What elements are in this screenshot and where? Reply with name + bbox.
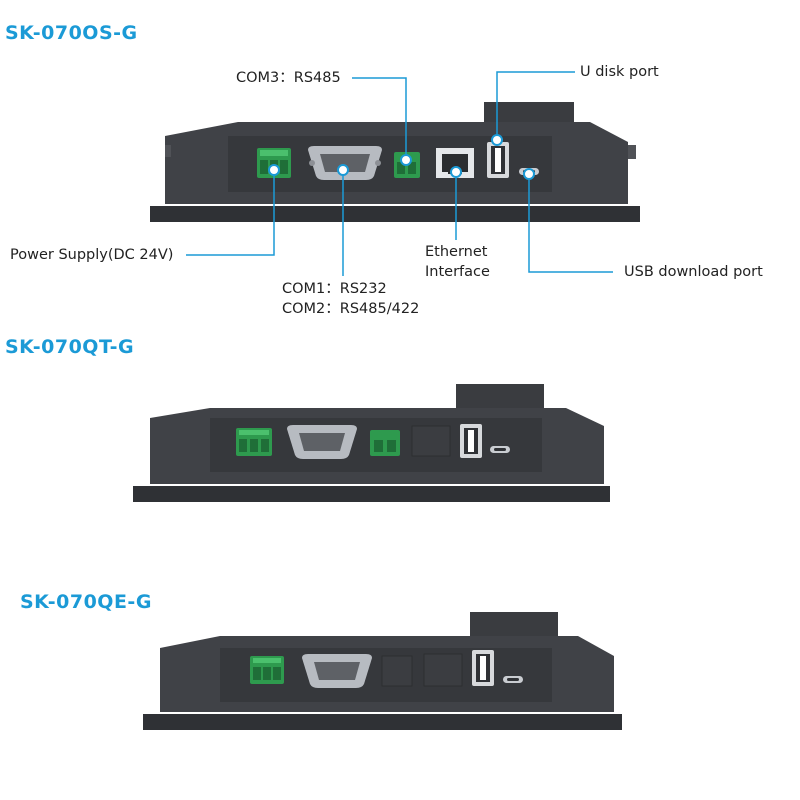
label-com1: COM1：RS232	[282, 281, 387, 297]
usb-a-port-icon	[460, 424, 482, 458]
leader-usb-download	[528, 174, 613, 273]
leader-com3	[352, 77, 407, 160]
callout-dot-com1	[337, 164, 349, 176]
leader-udisk	[496, 71, 575, 140]
db9-port-icon	[302, 654, 372, 688]
label-udisk-port: U disk port	[580, 64, 659, 80]
label-power-supply: Power Supply(DC 24V)	[10, 247, 174, 263]
model-title-os: SK-070OS-G	[5, 22, 138, 44]
callout-dot-udisk	[491, 134, 503, 146]
blank-cover	[381, 655, 413, 687]
label-usb-download-port: USB download port	[624, 264, 763, 280]
label-ethernet-line2: Interface	[425, 264, 490, 280]
usb-c-port-icon	[490, 446, 510, 453]
model-title-qe: SK-070QE-G	[20, 591, 152, 613]
label-ethernet-line1: Ethernet	[425, 244, 488, 260]
label-com3: COM3：RS485	[236, 70, 341, 86]
db9-port-icon	[308, 146, 382, 180]
housing-flange	[150, 206, 640, 222]
leader-power	[186, 170, 275, 256]
housing-flange-qe	[143, 714, 622, 730]
usb-c-port-icon	[503, 676, 523, 683]
callout-dot-ethernet	[450, 166, 462, 178]
blank-cover	[411, 425, 451, 457]
db9-port-icon	[287, 425, 357, 459]
power-terminal-icon	[250, 656, 284, 684]
com3-terminal-icon	[370, 430, 400, 456]
callout-dot-com3	[400, 154, 412, 166]
callout-dot-usb-c	[523, 168, 535, 180]
label-com2: COM2：RS485/422	[282, 301, 420, 317]
housing-flange-qt	[133, 486, 610, 502]
blank-cover	[423, 653, 463, 687]
usb-a-port-icon	[487, 142, 509, 178]
callout-dot-power	[268, 164, 280, 176]
usb-a-port-icon	[472, 650, 494, 686]
power-terminal-icon	[236, 428, 272, 456]
model-title-qt: SK-070QT-G	[5, 336, 135, 358]
